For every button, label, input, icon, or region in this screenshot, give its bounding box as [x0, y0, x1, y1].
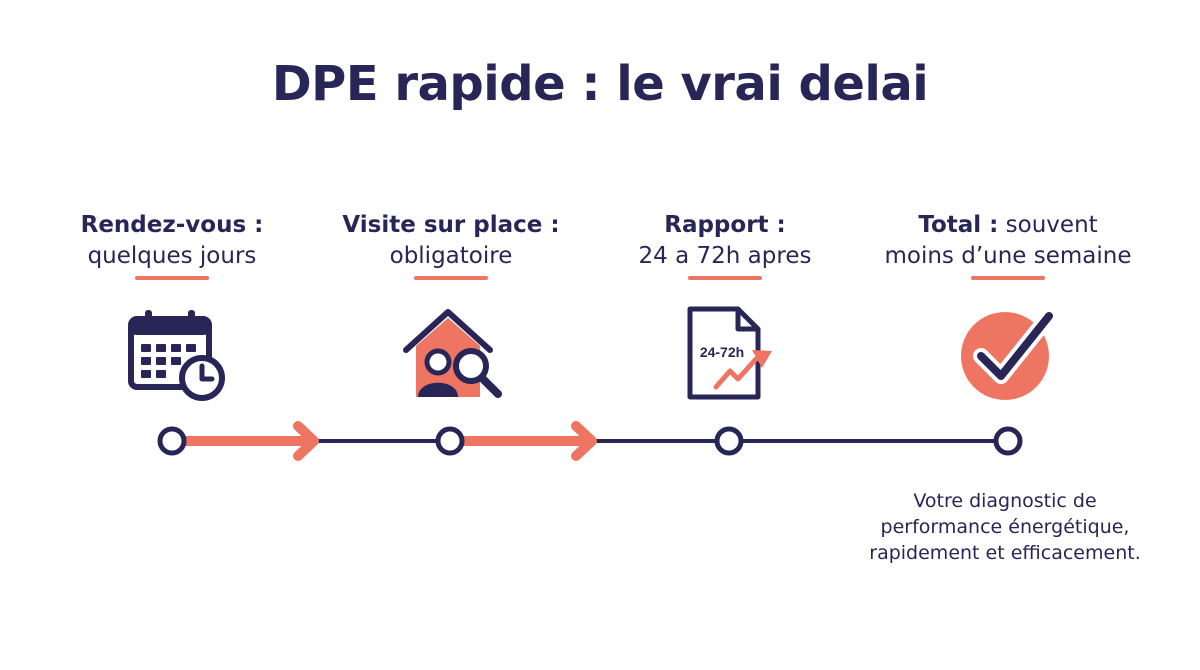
- calendar-clock-icon: [128, 310, 225, 401]
- caption-line: rapidement et efficacement.: [869, 542, 1141, 564]
- timeline-node: [157, 426, 187, 456]
- caption-line: performance énergétique,: [880, 516, 1130, 538]
- timeline-arrow: [179, 421, 319, 461]
- house-inspection-icon: [403, 309, 502, 398]
- page-title: DPE rapide : le vrai delai: [271, 56, 929, 112]
- step-total: Total : souvent moins d’une semaine: [858, 210, 1158, 272]
- report-document-icon: 24-72h: [687, 306, 772, 400]
- step-rapport: Rapport : 24 a 72h apres: [575, 210, 875, 272]
- timeline-node: [714, 426, 744, 456]
- checkmark-circle-icon: [961, 308, 1057, 400]
- step-label-rest: souvent: [998, 212, 1098, 238]
- step-detail: obligatoire: [389, 243, 513, 269]
- caption-line: Votre diagnostic de: [913, 490, 1097, 512]
- timeline-node: [993, 426, 1023, 456]
- step-underline: [414, 276, 488, 280]
- step-label: Visite sur place :: [342, 212, 560, 238]
- report-icon-text: 24-72h: [700, 344, 744, 360]
- step-label: Rendez-vous :: [80, 212, 264, 238]
- step-underline: [135, 276, 209, 280]
- step-rendez-vous: Rendez-vous : quelques jours: [22, 210, 322, 272]
- timeline-node: [435, 426, 465, 456]
- step-underline: [971, 276, 1045, 280]
- timeline-arrow: [457, 421, 597, 461]
- step-visite: Visite sur place : obligatoire: [301, 210, 601, 272]
- caption: Votre diagnostic de performance énergéti…: [840, 488, 1170, 566]
- step-detail: moins d’une semaine: [884, 243, 1132, 269]
- step-detail: 24 a 72h apres: [638, 243, 812, 269]
- step-underline: [688, 276, 762, 280]
- step-label: Total :: [918, 212, 999, 238]
- step-detail: quelques jours: [87, 243, 257, 269]
- step-label: Rapport :: [664, 212, 786, 238]
